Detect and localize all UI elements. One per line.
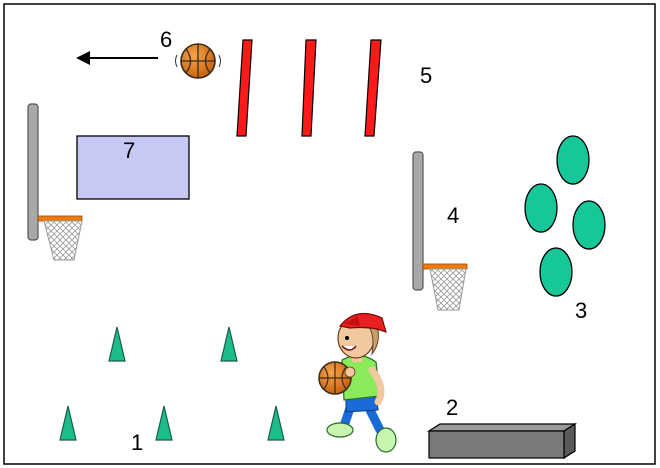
station-4-label: 4 xyxy=(447,203,459,228)
station-6-label: 6 xyxy=(160,27,172,52)
station-7-label: 7 xyxy=(123,138,135,163)
bench xyxy=(429,424,575,458)
station-1-label: 1 xyxy=(131,430,143,455)
backboard-pole xyxy=(28,104,38,240)
backboard-pole xyxy=(413,152,423,290)
pad xyxy=(525,184,557,232)
station-5-label: 5 xyxy=(420,63,432,88)
station-3-label: 3 xyxy=(575,298,587,323)
station-2-label: 2 xyxy=(446,395,458,420)
pad xyxy=(557,136,589,184)
pad xyxy=(540,248,572,296)
field-border xyxy=(4,4,655,464)
pad xyxy=(573,201,605,249)
